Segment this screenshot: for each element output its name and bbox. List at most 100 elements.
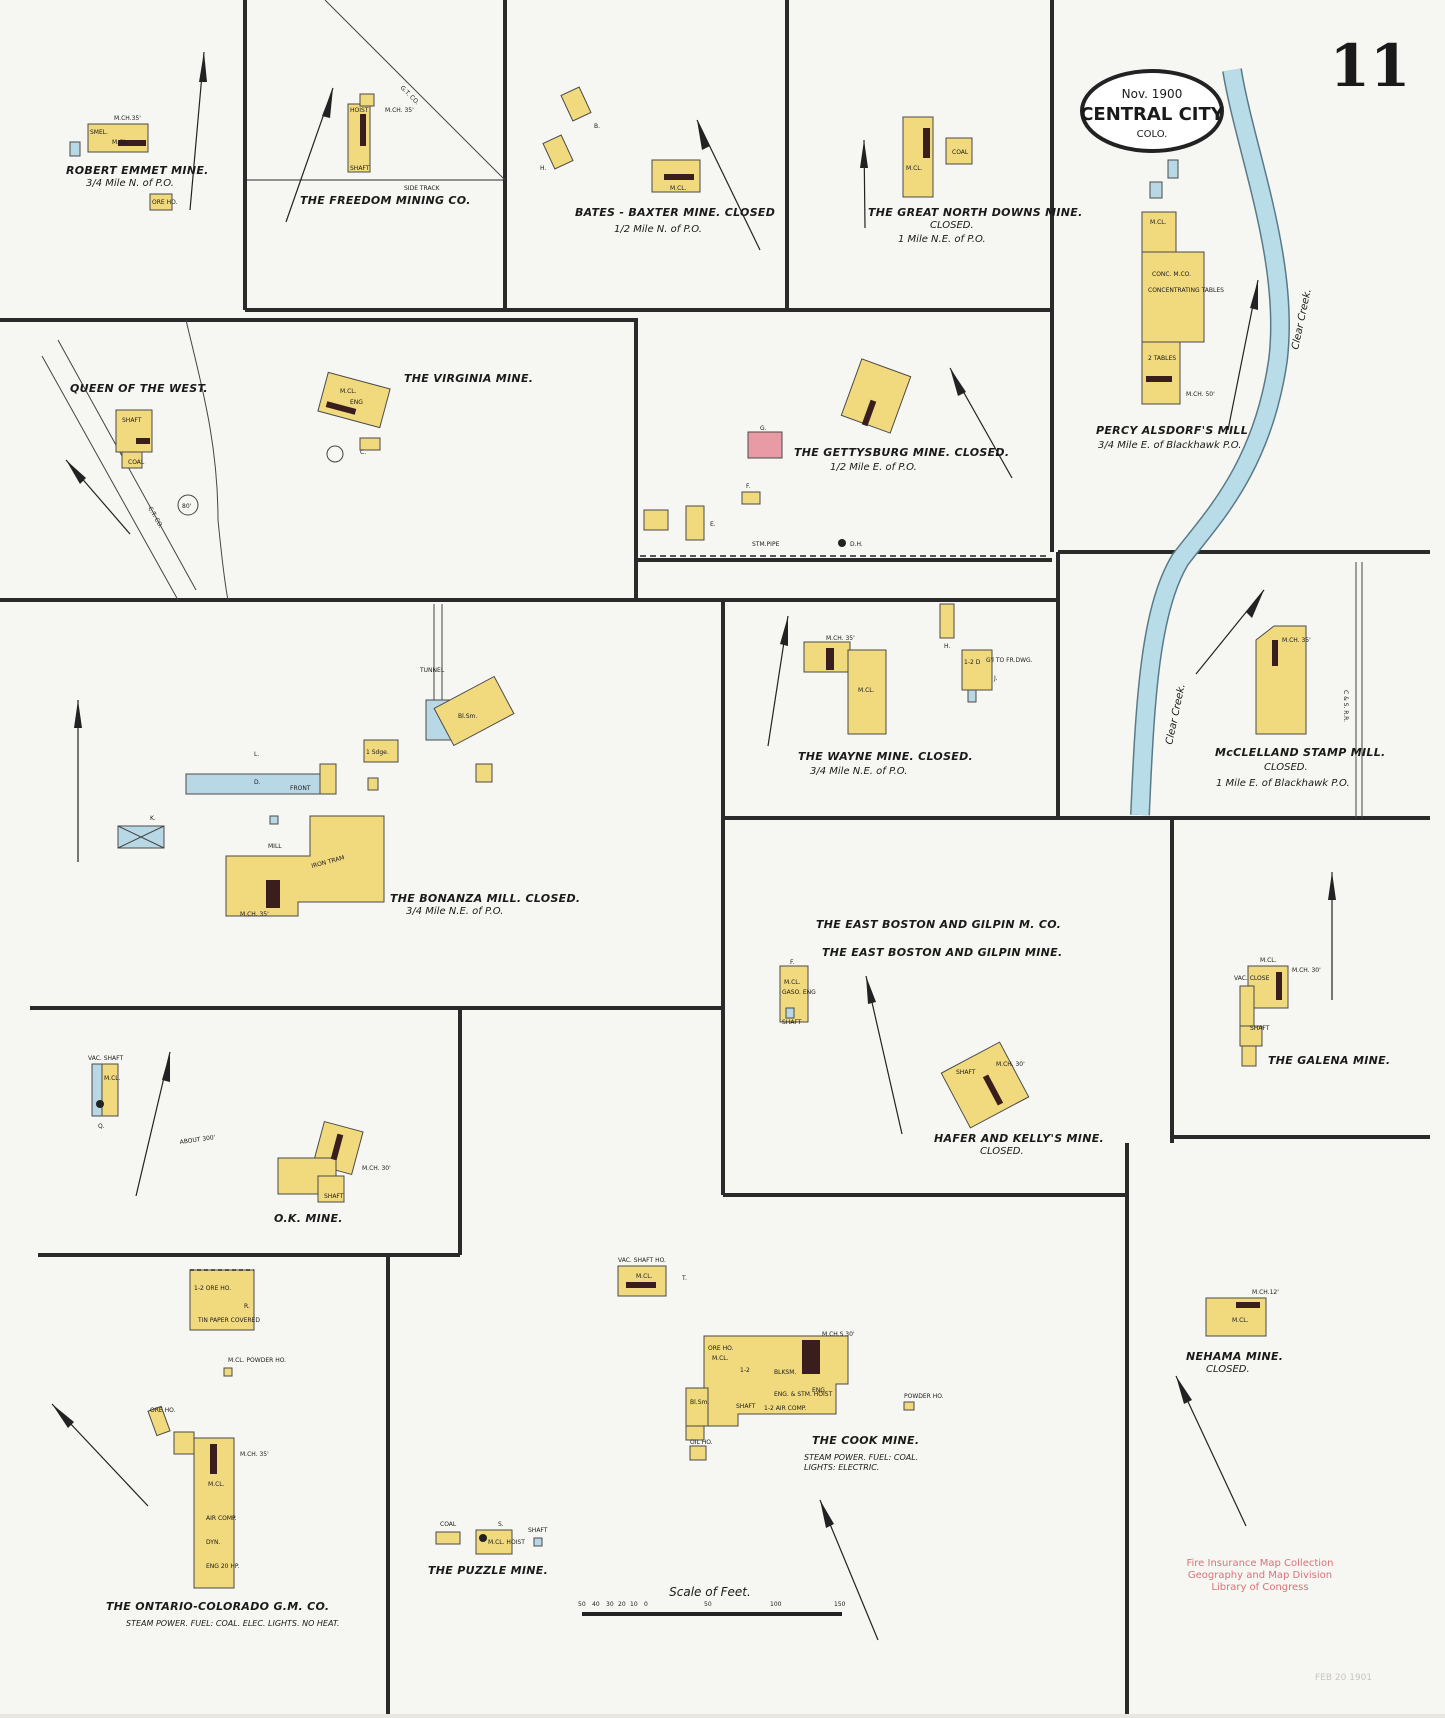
note: M.CH.35' (114, 115, 141, 122)
svg-text:Q.: Q. (98, 1123, 105, 1130)
svg-text:M.CL.: M.CL. (340, 388, 357, 395)
svg-text:M.CH. 50': M.CH. 50' (1186, 391, 1215, 398)
label-gettysburg: THE GETTYSBURG MINE. CLOSED. (794, 446, 1009, 459)
panel-hafer-kelly: SHAFT M.CH. 30' HAFER AND KELLY'S MINE. … (934, 1041, 1104, 1157)
svg-text:VAC. CLOSE: VAC. CLOSE (1234, 975, 1270, 982)
label-percy-alsdorf: PERCY ALSDORF'S MILL (1096, 424, 1248, 437)
svg-text:3/4 Mile E. of Blackhawk P.O.: 3/4 Mile E. of Blackhawk P.O. (1098, 440, 1241, 451)
svg-text:M.CL. HOIST: M.CL. HOIST (488, 1539, 525, 1546)
svg-text:M.CL.: M.CL. (906, 165, 923, 172)
sheet-number: 11 (1330, 32, 1411, 100)
svg-text:COAL: COAL (440, 1521, 457, 1528)
svg-text:0: 0 (644, 1601, 648, 1608)
svg-text:COAL: COAL (952, 149, 969, 156)
svg-text:T.: T. (681, 1275, 687, 1282)
svg-text:COAL: COAL (128, 459, 145, 466)
panel-galena: M.CL. M.CH. 30' VAC. CLOSE SHAFT THE GAL… (1234, 872, 1390, 1067)
svg-text:M.CL.: M.CL. (712, 1355, 729, 1362)
svg-text:M.CH. 35': M.CH. 35' (1282, 637, 1311, 644)
svg-text:G.T. CO.: G.T. CO. (399, 84, 421, 106)
svg-text:1-2 AIR COMP.: 1-2 AIR COMP. (764, 1405, 806, 1412)
svg-text:SHAFT: SHAFT (782, 1019, 802, 1026)
creek-label-lower: Clear Creek. (1164, 683, 1188, 746)
label-freedom: THE FREEDOM MINING CO. (300, 194, 471, 207)
title-cartouche: Nov. 1900 CENTRAL CITY COLO. (1080, 69, 1225, 153)
label-wayne: THE WAYNE MINE. CLOSED. (798, 750, 973, 763)
panel-ontario: 1-2 ORE HO. R. TIN PAPER COVERED M.CL. P… (51, 1269, 339, 1628)
svg-text:SIDE TRACK: SIDE TRACK (404, 185, 441, 192)
svg-text:TUNNEL: TUNNEL (419, 667, 445, 674)
panel-virginia: M.CL. ENG C. THE VIRGINIA MINE. (317, 371, 533, 463)
svg-text:B.: B. (594, 123, 600, 130)
creek-label-upper: Clear Creek. (1290, 288, 1314, 351)
svg-text:H.: H. (540, 165, 546, 172)
svg-text:50: 50 (704, 1601, 712, 1608)
svg-text:Scale of Feet.: Scale of Feet. (669, 1585, 751, 1599)
cartouche-date: Nov. 1900 (1122, 87, 1183, 101)
panel-freedom: G.T. CO. HOIST M.CH. 35' SHAFT SIDE TRAC… (285, 0, 506, 223)
svg-text:M.CL.: M.CL. (1150, 219, 1167, 226)
svg-text:ABOUT 300': ABOUT 300' (179, 1134, 216, 1146)
svg-text:K.: K. (150, 815, 156, 822)
svg-text:100: 100 (770, 1601, 782, 1608)
svg-text:AIR COMP.: AIR COMP. (206, 1515, 237, 1522)
svg-text:Bl.Sm.: Bl.Sm. (690, 1399, 709, 1406)
svg-text:3/4 Mile N. of P.O.: 3/4 Mile N. of P.O. (86, 178, 174, 189)
svg-text:1-2 ORE HO.: 1-2 ORE HO. (194, 1285, 231, 1292)
svg-text:M.CL. POWDER HO.: M.CL. POWDER HO. (228, 1357, 286, 1364)
svg-text:M.CH. 35': M.CH. 35' (240, 1451, 269, 1458)
svg-text:BLKSM.: BLKSM. (774, 1369, 796, 1376)
library-stamp: Fire Insurance Map Collection Geography … (1186, 1558, 1372, 1683)
svg-text:40: 40 (592, 1601, 600, 1608)
svg-text:SHAFT: SHAFT (122, 417, 142, 424)
label-robert-emmet: ROBERT EMMET MINE. (66, 164, 209, 177)
svg-text:D.: D. (254, 779, 261, 786)
svg-text:SMEL.: SMEL. (90, 129, 108, 136)
svg-text:DYN.: DYN. (206, 1539, 220, 1546)
panel-bates-baxter: B. H. M.CL. BATES - BAXTER MINE. CLOSED … (540, 86, 775, 251)
svg-text:SHAFT: SHAFT (956, 1069, 976, 1076)
svg-text:M.CL.: M.CL. (1232, 1317, 1249, 1324)
svg-text:CLOSED.: CLOSED. (1206, 1364, 1250, 1375)
label-bonanza: THE BONANZA MILL. CLOSED. (390, 892, 580, 905)
label-mcclelland: McCLELLAND STAMP MILL. (1215, 746, 1386, 759)
panel-wayne: M.CH. 35' M.CL. H. 1-2 D J. G'l TO FR.DW… (767, 603, 1033, 777)
panel-queen-of-west: C.T. CO. SHAFT COAL QUEEN OF THE WEST. 8… (41, 319, 229, 601)
svg-text:FRONT: FRONT (290, 785, 311, 792)
svg-text:C.: C. (360, 449, 366, 456)
cartouche-state: COLO. (1137, 129, 1168, 140)
svg-text:ENG: ENG (350, 399, 363, 406)
label-puzzle: THE PUZZLE MINE. (428, 1564, 548, 1577)
panel-bonanza: TUNNEL Bl.Sm. L. D. FRONT K. 1 Sdge. IRO… (74, 604, 580, 918)
svg-text:10: 10 (630, 1601, 638, 1608)
svg-text:3/4 Mile N.E. of P.O.: 3/4 Mile N.E. of P.O. (810, 766, 907, 777)
svg-text:M.CL.: M.CL. (784, 979, 801, 986)
label-cook: THE COOK MINE. (812, 1434, 919, 1447)
svg-text:STEAM POWER. FUEL: COAL. ELEC.: STEAM POWER. FUEL: COAL. ELEC. LIGHTS. N… (126, 1619, 339, 1628)
svg-text:E.: E. (710, 521, 716, 528)
svg-text:ENG.: ENG. (812, 1387, 827, 1394)
svg-text:D.H.: D.H. (850, 541, 863, 548)
svg-text:M.CL.: M.CL. (636, 1273, 653, 1280)
label-bates-baxter: BATES - BAXTER MINE. CLOSED (575, 206, 775, 219)
label-great-north-downs: THE GREAT NORTH DOWNS MINE. (868, 206, 1083, 219)
svg-text:M.CL.: M.CL. (208, 1481, 225, 1488)
svg-text:VAC. SHAFT: VAC. SHAFT (88, 1055, 123, 1062)
svg-text:ENG 20 HP.: ENG 20 HP. (206, 1563, 240, 1570)
svg-text:1-2: 1-2 (740, 1367, 750, 1374)
svg-text:CONC. M.CO.: CONC. M.CO. (1152, 271, 1191, 278)
svg-text:STEAM POWER. FUEL: COAL.: STEAM POWER. FUEL: COAL. (804, 1453, 918, 1462)
svg-text:M.CH. 35': M.CH. 35' (826, 635, 855, 642)
svg-text:1 Mile N.E. of P.O.: 1 Mile N.E. of P.O. (898, 234, 986, 245)
svg-text:ORE HO.: ORE HO. (152, 199, 178, 206)
svg-text:2 TABLES: 2 TABLES (1148, 355, 1176, 362)
svg-text:LIGHTS: ELECTRIC.: LIGHTS: ELECTRIC. (804, 1463, 879, 1472)
svg-text:M.CL.: M.CL. (858, 687, 875, 694)
svg-text:1-2 D: 1-2 D (964, 659, 981, 666)
svg-text:150: 150 (834, 1601, 846, 1608)
svg-text:ORE HO.: ORE HO. (708, 1345, 734, 1352)
panel-gettysburg: G. F. E. D.H. STM.PIPE THE GETTYSBURG MI… (640, 358, 1050, 557)
